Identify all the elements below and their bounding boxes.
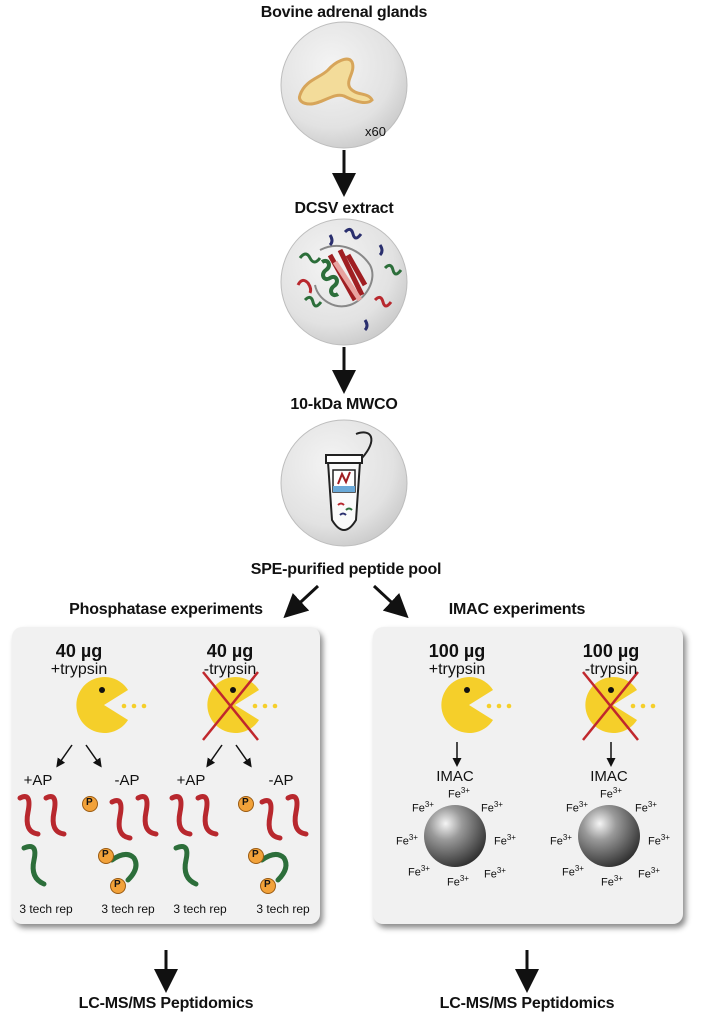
- fe-ion-label: Fe3+: [408, 864, 430, 879]
- filter-tube-icon: [325, 431, 373, 531]
- phospho-label: P: [102, 849, 109, 860]
- phosphatase-title: Phosphatase experiments: [69, 601, 263, 618]
- step-mwco-label: 10-kDa MWCO: [290, 396, 398, 413]
- peptides-plus-ap-right: [169, 794, 219, 887]
- trypsin-pacman-crossed-icon: [202, 671, 278, 741]
- step-bovine-label: Bovine adrenal glands: [260, 4, 428, 21]
- imac-bead-left: [424, 805, 486, 867]
- fe-ion-label: Fe3+: [494, 833, 516, 848]
- fe-ion-label: Fe3+: [447, 874, 469, 889]
- magnification-label: x60: [365, 124, 386, 139]
- phospho-label: P: [264, 879, 271, 890]
- adrenal-gland-icon: [298, 57, 374, 106]
- output-right-label: LC-MS/MS Peptidomics: [439, 995, 615, 1012]
- phos-left-condition: +trypsin: [50, 661, 108, 678]
- imac-left-amount: 100 µg: [428, 641, 486, 661]
- fe-ion-label: Fe3+: [566, 800, 588, 815]
- imac-title: IMAC experiments: [448, 601, 586, 618]
- output-left-label: LC-MS/MS Peptidomics: [78, 995, 254, 1012]
- imac-left-label: IMAC: [436, 768, 474, 785]
- phos-right-amount: 40 µg: [206, 641, 254, 661]
- imac-right-label: IMAC: [590, 768, 628, 785]
- imac-trypsin-pacman-icon: [441, 677, 512, 733]
- fe-ion-label: Fe3+: [635, 800, 657, 815]
- step-spe-label: SPE-purified peptide pool: [250, 561, 442, 578]
- fe-ion-label: Fe3+: [448, 786, 470, 801]
- step-dcsv-label: DCSV extract: [294, 200, 394, 217]
- arrow-to-phosphatase: [283, 584, 320, 619]
- fe-ion-label: Fe3+: [412, 800, 434, 815]
- peptides-minus-ap-right: [259, 794, 309, 883]
- peptides-plus-ap-left: [17, 794, 67, 887]
- minus-ap-left-label: -AP: [114, 772, 140, 789]
- phospho-group-icons: [82, 796, 276, 894]
- imac-right-amount: 100 µg: [582, 641, 640, 661]
- tech-rep-label: 3 tech rep: [173, 902, 227, 916]
- imac-right-condition: -trypsin: [584, 661, 638, 678]
- protein-structure-icon: [296, 227, 403, 332]
- adrenal-gland-circle: [280, 21, 408, 149]
- fe-ion-label: Fe3+: [600, 786, 622, 801]
- trypsin-pacman-icon: [76, 677, 147, 734]
- phospho-label: P: [114, 879, 121, 890]
- fe-ion-label: Fe3+: [484, 866, 506, 881]
- plus-ap-left-label: +AP: [23, 772, 53, 789]
- fe-ion-label: Fe3+: [648, 833, 670, 848]
- peptides-minus-ap-left: [109, 794, 159, 883]
- tech-rep-label: 3 tech rep: [101, 902, 155, 916]
- minus-ap-right-label: -AP: [268, 772, 294, 789]
- fe-ion-label: Fe3+: [638, 866, 660, 881]
- phos-left-amount: 40 µg: [55, 641, 103, 661]
- tech-rep-label: 3 tech rep: [256, 902, 310, 916]
- phospho-label: P: [86, 797, 93, 808]
- mwco-filter-circle: [280, 419, 408, 547]
- arrow-to-imac: [372, 584, 409, 619]
- fe-ion-label: Fe3+: [550, 833, 572, 848]
- plus-ap-right-label: +AP: [176, 772, 206, 789]
- dcsv-extract-circle: [280, 218, 408, 346]
- imac-trypsin-pacman-crossed-icon: [582, 671, 656, 741]
- fe-ion-label: Fe3+: [562, 864, 584, 879]
- tech-rep-label: 3 tech rep: [19, 902, 73, 916]
- fe-ion-label: Fe3+: [481, 800, 503, 815]
- phospho-label: P: [252, 849, 259, 860]
- imac-left-condition: +trypsin: [428, 661, 486, 678]
- fe-ion-label: Fe3+: [601, 874, 623, 889]
- phospho-label: P: [242, 797, 249, 808]
- fe-ion-label: Fe3+: [396, 833, 418, 848]
- imac-bead-right: [578, 805, 640, 867]
- phos-right-condition: -trypsin: [203, 661, 257, 678]
